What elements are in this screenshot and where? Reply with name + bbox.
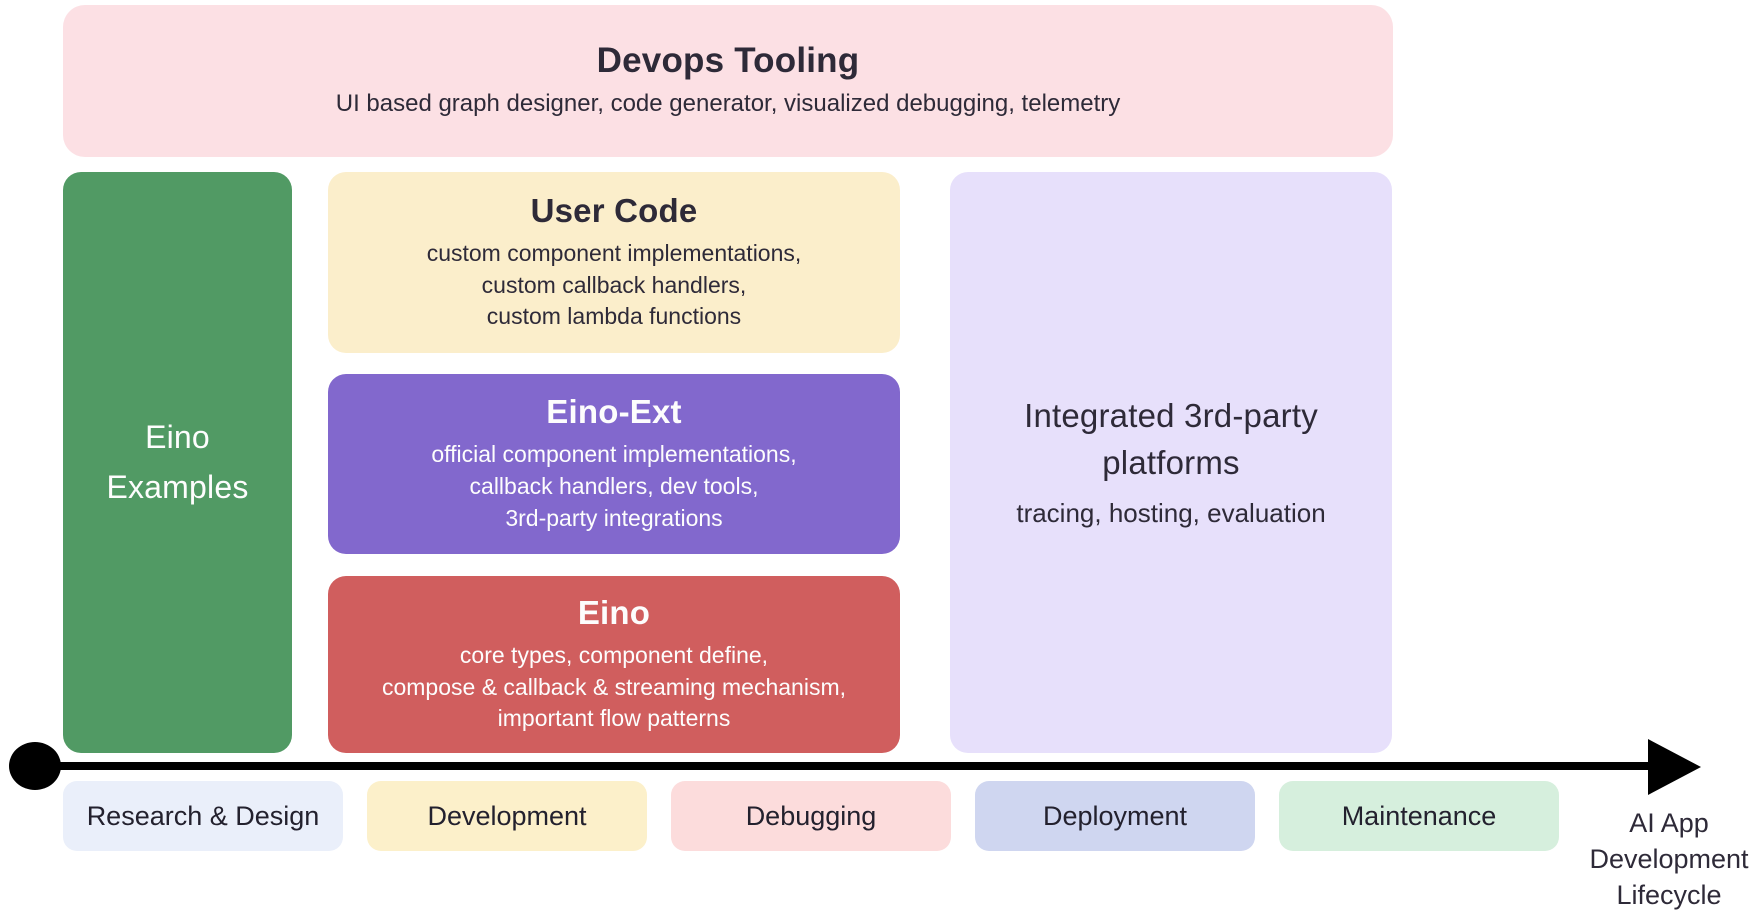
lifecycle-axis-label: AI App Development Lifecycle (1589, 808, 1749, 910)
eino-ext-body: official component implementations, call… (431, 441, 797, 531)
eino-core-title: Eino (577, 593, 651, 631)
eino-core-body: core types, component define, compose & … (381, 641, 847, 732)
user-code-box: User Code custom component implementatio… (328, 172, 900, 353)
user-code-body: custom component implementations, custom… (426, 239, 802, 330)
timeline-axis-line (30, 762, 1650, 770)
eino-examples-box: Eino Examples (63, 172, 292, 753)
lifecycle-stage-development: Development (367, 781, 647, 851)
devops-tooling-box: Devops Tooling UI based graph designer, … (63, 5, 1393, 157)
third-party-platforms-title: Integrated 3rd-party platforms (1024, 397, 1318, 481)
lifecycle-stage-debugging: Debugging (671, 781, 951, 851)
third-party-platforms-box: Integrated 3rd-party platforms tracing, … (950, 172, 1392, 753)
third-party-platforms-body: tracing, hosting, evaluation (1016, 497, 1326, 528)
devops-tooling-title: Devops Tooling (596, 41, 860, 81)
eino-examples-title: Eino Examples (106, 418, 249, 505)
user-code-title: User Code (530, 191, 698, 229)
eino-core-box: Eino core types, component define, compo… (328, 576, 900, 753)
devops-tooling-subtitle: UI based graph designer, code generator,… (335, 90, 1121, 118)
eino-ext-box: Eino-Ext official component implementati… (328, 374, 900, 554)
lifecycle-stage-deployment: Deployment (975, 781, 1255, 851)
eino-ext-title: Eino-Ext (546, 393, 682, 431)
lifecycle-stage-maintenance: Maintenance (1279, 781, 1559, 851)
timeline-arrowhead-icon (1648, 739, 1701, 795)
lifecycle-stage-research-design: Research & Design (63, 781, 343, 851)
